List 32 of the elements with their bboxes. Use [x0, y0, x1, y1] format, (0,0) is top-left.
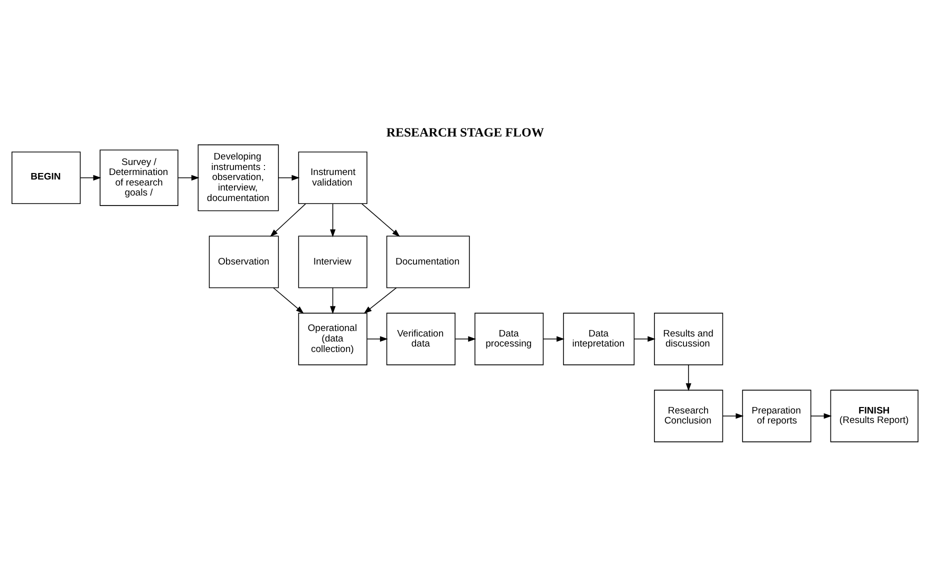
arrow — [634, 336, 656, 342]
node-box: Interview — [298, 236, 368, 288]
diagram-title: RESEARCH STAGE FLOW — [386, 126, 544, 140]
arrow — [273, 287, 304, 314]
node-box: Operational (data collection) — [298, 312, 368, 366]
node-box: Observation — [208, 236, 279, 288]
node-box: Survey / Determination of research goals / — [100, 150, 178, 206]
node-box: Documentation — [386, 236, 470, 288]
arrow — [722, 413, 744, 419]
node-box: Instrument validation — [298, 152, 368, 204]
node-box: BEGIN — [12, 152, 81, 204]
arrow — [454, 336, 476, 342]
arrow — [270, 203, 306, 237]
arrow — [810, 413, 832, 419]
node-box: Verification data — [386, 312, 456, 366]
arrow — [330, 203, 336, 238]
node-box: Developing instruments : observation, interview, documentation — [198, 144, 279, 212]
node-box: FINISH (Results Report) — [830, 390, 918, 442]
arrow — [178, 175, 200, 181]
arrow — [366, 336, 388, 342]
node-box: Results and discussion — [654, 312, 724, 366]
arrow — [543, 336, 565, 342]
node-box: Data processing — [474, 312, 544, 366]
node-box: Research Conclusion — [654, 390, 724, 442]
arrow — [278, 175, 300, 181]
arrow — [80, 175, 102, 181]
arrow — [362, 203, 400, 237]
node-box: Data intepretation — [563, 312, 635, 366]
arrow — [364, 287, 397, 314]
node-box: Preparation of reports — [742, 390, 812, 442]
arrow — [686, 364, 692, 392]
arrow — [330, 287, 336, 314]
